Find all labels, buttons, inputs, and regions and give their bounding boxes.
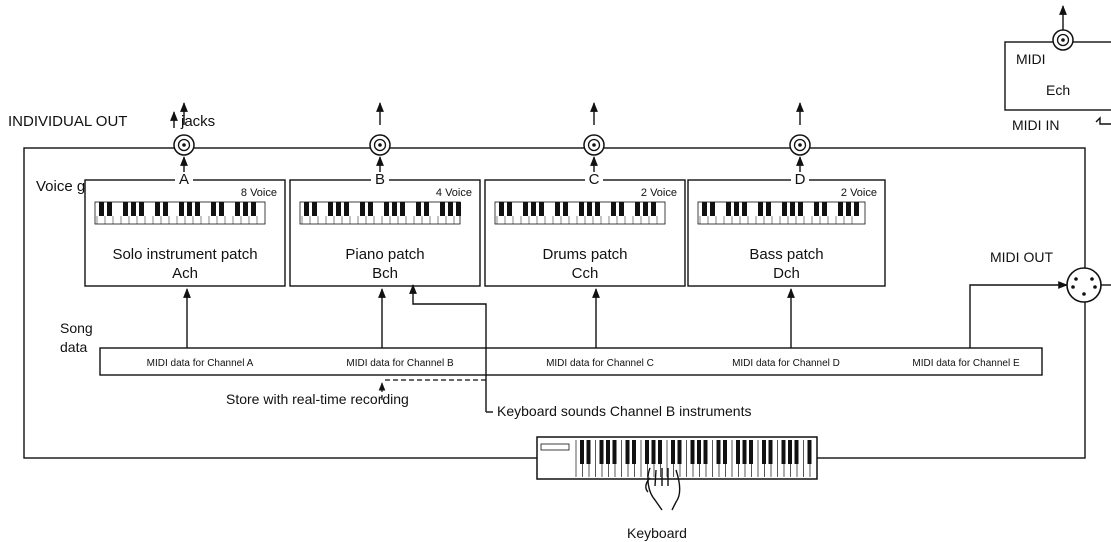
individual-out-jack-c[interactable]: [583, 102, 605, 180]
song-channel-2: MIDI data for Channel B: [346, 358, 454, 369]
midi-out-label: MIDI OUT: [990, 249, 1053, 265]
song-channel-5: MIDI data for Channel E: [912, 358, 1020, 369]
patch-channel: Ach: [172, 265, 198, 282]
keyboard-to-piano-path: [409, 284, 487, 412]
voice-count: 2 Voice: [841, 187, 877, 199]
individual-out-jack-d[interactable]: [789, 102, 811, 180]
store-recording-label: Store with real-time recording: [226, 391, 409, 407]
patch-keyboard-icon: [697, 201, 866, 225]
voice-count: 8 Voice: [241, 187, 277, 199]
individual-out-label: INDIVIDUAL OUT: [8, 113, 127, 130]
song-label-line1: Song: [60, 320, 93, 336]
channel-e-to-midi-out: [969, 281, 1068, 348]
patch-channel: Cch: [572, 265, 599, 282]
hand-icon: [645, 467, 681, 511]
output-jacks: [173, 102, 811, 180]
voice-group-letter: D: [795, 171, 806, 188]
voice-group-letter: C: [589, 171, 600, 188]
voice-group-letter: B: [375, 171, 385, 188]
patch-keyboard-icon: [94, 201, 266, 225]
patch-keyboard-icon: [299, 201, 461, 225]
keyboard-sounds-label: Keyboard sounds Channel B instruments: [497, 403, 751, 419]
voice-count: 4 Voice: [436, 187, 472, 199]
voice-count: 2 Voice: [641, 187, 677, 199]
patch-name: Piano patch: [345, 246, 424, 263]
song-label-line2: data: [60, 339, 87, 355]
song-channel-3: MIDI data for Channel C: [546, 358, 654, 369]
keyboard-label: Keyboard: [627, 525, 687, 541]
external-midi-device: MIDI Ech: [1004, 5, 1111, 111]
song-channels: MIDI data for Channel A MIDI data for Cha…: [147, 288, 1020, 369]
jacks-label: jacks: [180, 113, 215, 130]
external-midi-label: MIDI: [1016, 51, 1046, 67]
patch-channel: Dch: [773, 265, 800, 282]
external-ech-label: Ech: [1046, 82, 1070, 98]
midi-in-label: MIDI IN: [1012, 117, 1059, 133]
song-channel-4: MIDI data for Channel D: [732, 358, 840, 369]
song-data-bar: [99, 347, 1043, 376]
patch-name: Drums patch: [542, 246, 627, 263]
patch-name: Bass patch: [749, 246, 823, 263]
midi-in-cable: [1095, 116, 1111, 125]
individual-out-jack-b[interactable]: [369, 102, 391, 180]
song-channel-1: MIDI data for Channel A: [147, 358, 254, 369]
midi-out-connector: [1066, 267, 1102, 303]
patch-channel: Bch: [372, 265, 398, 282]
patch-name: Solo instrument patch: [112, 246, 257, 263]
patch-keyboard-icon: [494, 201, 666, 225]
voice-group-letter: A: [179, 171, 189, 188]
